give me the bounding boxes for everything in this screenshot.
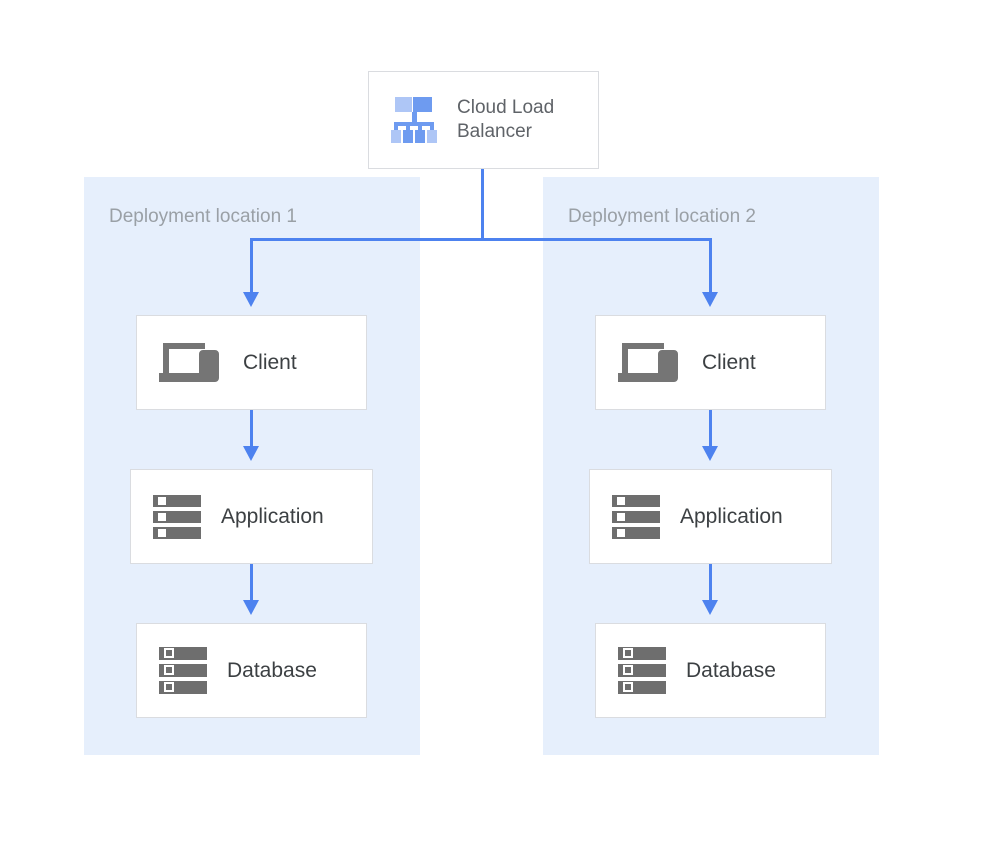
- arrowhead-to-application-1: [243, 446, 259, 461]
- arrowhead-to-client-1: [243, 292, 259, 307]
- arrowhead-to-database-2: [702, 600, 718, 615]
- edge-loadbalancer-bus: [250, 238, 712, 241]
- database-node-zone-1[interactable]: Database: [136, 623, 367, 718]
- edge-bus-to-client-1: [250, 238, 253, 294]
- client-node-label: Client: [702, 351, 756, 374]
- cloud-load-balancer-label: Cloud Load Balancer: [457, 97, 555, 142]
- edge-client-to-application-1: [250, 410, 253, 448]
- arrowhead-to-client-2: [702, 292, 718, 307]
- application-server-icon: [612, 494, 660, 540]
- client-node-zone-1[interactable]: Client: [136, 315, 367, 410]
- application-node-label: Application: [221, 505, 324, 528]
- database-node-label: Database: [686, 659, 776, 682]
- database-node-label: Database: [227, 659, 317, 682]
- cloud-load-balancer-icon: [391, 97, 439, 143]
- application-server-icon: [153, 494, 201, 540]
- client-devices-icon: [618, 340, 682, 386]
- edge-loadbalancer-stem: [481, 169, 484, 240]
- database-server-icon: [618, 646, 666, 695]
- database-server-icon: [159, 646, 207, 695]
- client-node-zone-2[interactable]: Client: [595, 315, 826, 410]
- arrowhead-to-application-2: [702, 446, 718, 461]
- client-node-label: Client: [243, 351, 297, 374]
- deployment-zone-2-label: Deployment location 2: [568, 206, 756, 227]
- application-node-zone-2[interactable]: Application: [589, 469, 832, 564]
- edge-client-to-application-2: [709, 410, 712, 448]
- edge-application-to-database-1: [250, 564, 253, 602]
- cloud-load-balancer-node[interactable]: Cloud Load Balancer: [368, 71, 599, 169]
- arrowhead-to-database-1: [243, 600, 259, 615]
- database-node-zone-2[interactable]: Database: [595, 623, 826, 718]
- edge-application-to-database-2: [709, 564, 712, 602]
- deployment-zone-1-label: Deployment location 1: [109, 206, 297, 227]
- application-node-zone-1[interactable]: Application: [130, 469, 373, 564]
- edge-bus-to-client-2: [709, 238, 712, 294]
- client-devices-icon: [159, 340, 223, 386]
- application-node-label: Application: [680, 505, 783, 528]
